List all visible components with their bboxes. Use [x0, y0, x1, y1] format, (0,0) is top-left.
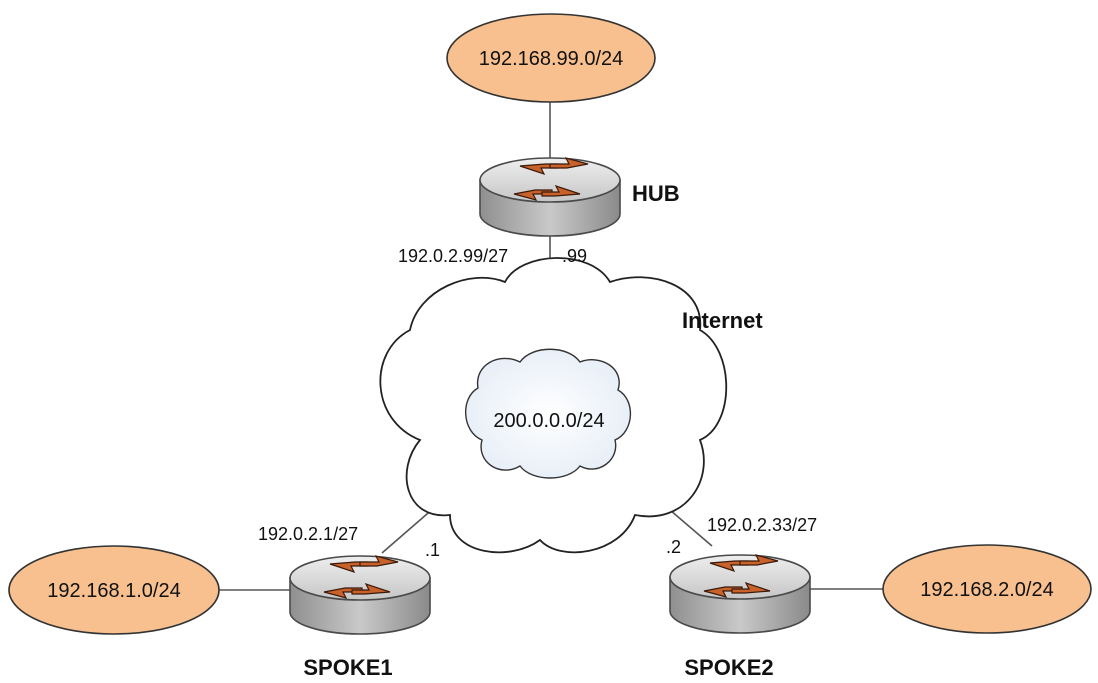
transit-cloud [464, 348, 632, 479]
hub-lan-label: 192.168.99.0/24 [479, 48, 624, 70]
spoke1-ip-label: 192.0.2.1/27 [258, 524, 358, 544]
hub-ip-label: 192.0.2.99/27 [398, 246, 508, 266]
spoke2-lan-network [882, 544, 1092, 634]
hub-device-label: HUB [632, 181, 680, 206]
spoke2-device-label: SPOKE2 [684, 655, 773, 680]
transit-network-label: 200.0.0.0/24 [493, 410, 604, 432]
spoke2-host-label: .2 [666, 537, 681, 557]
hub-router-icon [479, 157, 621, 237]
spoke1-lan-label: 192.168.1.0/24 [47, 580, 180, 602]
internet-label: Internet [682, 308, 763, 333]
spoke1-lan-network [8, 545, 220, 635]
spoke1-router-icon [289, 555, 431, 635]
spoke2-router-icon [669, 554, 811, 634]
spoke1-host-label: .1 [425, 540, 440, 560]
spoke2-lan-label: 192.168.2.0/24 [920, 579, 1053, 601]
hub-lan-network [446, 13, 656, 103]
spoke2-ip-label: 192.0.2.33/27 [707, 515, 817, 535]
hub-host-label: .99 [562, 246, 587, 266]
spoke1-device-label: SPOKE1 [303, 655, 392, 680]
